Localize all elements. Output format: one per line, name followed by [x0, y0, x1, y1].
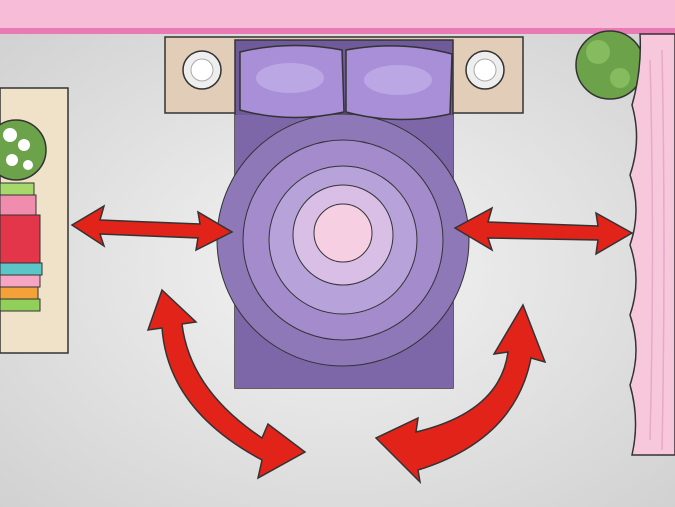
- plant-icon: [575, 30, 645, 100]
- bed-icon: [216, 39, 470, 389]
- arrow-icon: [70, 204, 634, 485]
- curtain-icon: [629, 33, 675, 456]
- plant-icon: [0, 119, 47, 181]
